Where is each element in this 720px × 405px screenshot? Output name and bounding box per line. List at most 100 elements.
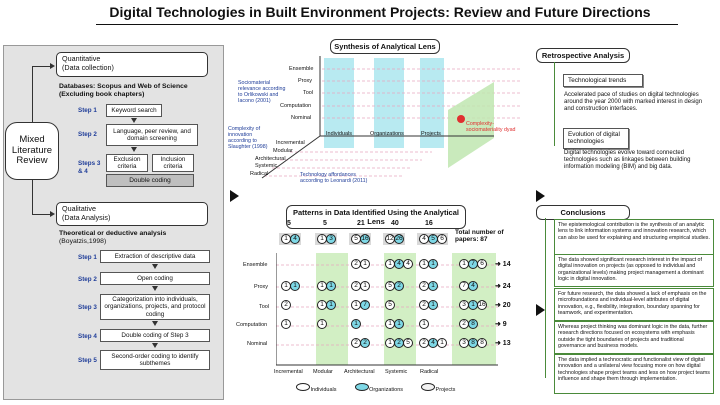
patterns-grid [276, 253, 498, 366]
count-circle: 4 [290, 234, 300, 244]
databases-label: Databases: Scopus and Web of Science (Ex… [59, 83, 219, 99]
projects-band [420, 58, 444, 148]
level-label: Computation [280, 103, 312, 109]
qual-step5-label: Step 5 [78, 357, 97, 364]
column-total: 5 [323, 220, 327, 227]
dyad-plane [448, 82, 494, 168]
level-label: Ensemble [289, 66, 314, 72]
legend-individuals-icon [296, 383, 310, 391]
databases-text: Databases: Scopus and Web of Science [59, 83, 188, 90]
flow-arrow-main [536, 190, 545, 202]
count-circle: 2 [394, 281, 404, 291]
databases-sub: (Excluding book chapters) [59, 91, 145, 99]
quant-step2-label: Step 2 [78, 131, 97, 138]
mixed-review-label: Mixed Literature Review [5, 122, 59, 180]
patterns-title: Patterns in Data Identified Using the An… [286, 205, 466, 229]
legend-organizations-label: Organizations [369, 387, 403, 393]
grid-cell: 1 [351, 319, 361, 329]
grid-cell: 2 [281, 300, 291, 310]
qual-step2-box: Open coding [100, 272, 210, 285]
count-circle: 16 [360, 234, 370, 244]
qual-step3-box: Categorization into individuals, organiz… [100, 294, 210, 320]
row-label: Nominal [247, 341, 268, 347]
theory-label: Theoretical or deductive analysis (Boyat… [59, 230, 219, 246]
flow-arrow [131, 147, 137, 152]
col-label: Radical [420, 369, 439, 375]
depth-label: Incremental [276, 140, 305, 146]
retro-title: Retrospective Analysis [536, 48, 630, 63]
synthesis-title: Synthesis of Analytical Lens [330, 39, 440, 54]
count-circle: 3 [326, 234, 336, 244]
qual-title: Qualitative [62, 204, 96, 213]
legend-organizations: Organizations [354, 383, 403, 393]
sociomaterial-note: Sociomaterial relevance according to Orl… [238, 80, 286, 105]
count-circle: 1 [326, 300, 336, 310]
count-circle: 1 [326, 281, 336, 291]
conclusion-item-4: Whereas project thinking was dominant lo… [554, 321, 714, 354]
theory-text: Theoretical or deductive analysis [59, 230, 167, 237]
count-circle: 1 [351, 319, 361, 329]
column-total: 21 [357, 220, 365, 227]
bracket-arrow [50, 63, 55, 69]
count-circle: 1 [394, 319, 404, 329]
qual-step2-label: Step 2 [78, 276, 97, 283]
bracket-line [32, 214, 52, 215]
column-label: Organizations [370, 131, 404, 137]
count-circle: 2 [281, 300, 291, 310]
grid-cell: 5 [385, 300, 395, 310]
flow-arrow [152, 343, 158, 348]
count-circle: 7 [360, 300, 370, 310]
column-total: 16 [425, 220, 433, 227]
total-papers-label: Total number of papers: 87 [455, 229, 504, 244]
legend: Individuals Organizations Projects [296, 383, 455, 393]
inclusion-criteria-box: Inclusion criteria [152, 154, 194, 172]
column-label: Projects [421, 131, 441, 137]
depth-label: Architectural [255, 156, 286, 162]
theory-sub: (Boyatzis,1998) [59, 238, 107, 246]
conclusion-item-5: The data implied a technocratic and func… [554, 354, 714, 394]
legend-projects-icon [421, 383, 435, 391]
exclusion-criteria-box: Exclusion criteria [106, 154, 148, 172]
retro-connector [554, 62, 555, 146]
screening-box: Language, peer review, and domain screen… [106, 124, 198, 146]
column-label: Individuals [326, 131, 352, 137]
evolution-box: Evolution of digital technologies [563, 128, 629, 149]
count-circle: 1 [290, 281, 300, 291]
qual-step5-box: Second-order coding to identify subtheme… [100, 350, 210, 370]
count-circle: 1 [360, 259, 370, 269]
legend-individuals: Individuals [296, 383, 337, 393]
conclusion-item-3: For future research, the data showed a l… [554, 288, 714, 321]
count-circle: 6 [477, 259, 487, 269]
count-circle: 16 [477, 300, 487, 310]
legend-organizations-icon [354, 383, 369, 391]
level-label: Tool [303, 90, 314, 96]
row-label: Tool [259, 304, 270, 310]
page-title: Digital Technologies in Built Environmen… [109, 4, 651, 20]
quant-step34-label: Steps 3 & 4 [78, 160, 101, 176]
tech-trends-text: Accelerated pace of studies on digital t… [564, 92, 703, 113]
row-label: Computation [236, 322, 268, 328]
col-label: Incremental [274, 369, 303, 375]
level-label: Nominal [291, 115, 312, 121]
count-circle: 2 [360, 338, 370, 348]
qual-step1-label: Step 1 [78, 254, 97, 261]
count-circle: 1 [437, 338, 447, 348]
synthesis-diagram [261, 56, 522, 179]
row-total: ➜ 13 [495, 340, 511, 347]
